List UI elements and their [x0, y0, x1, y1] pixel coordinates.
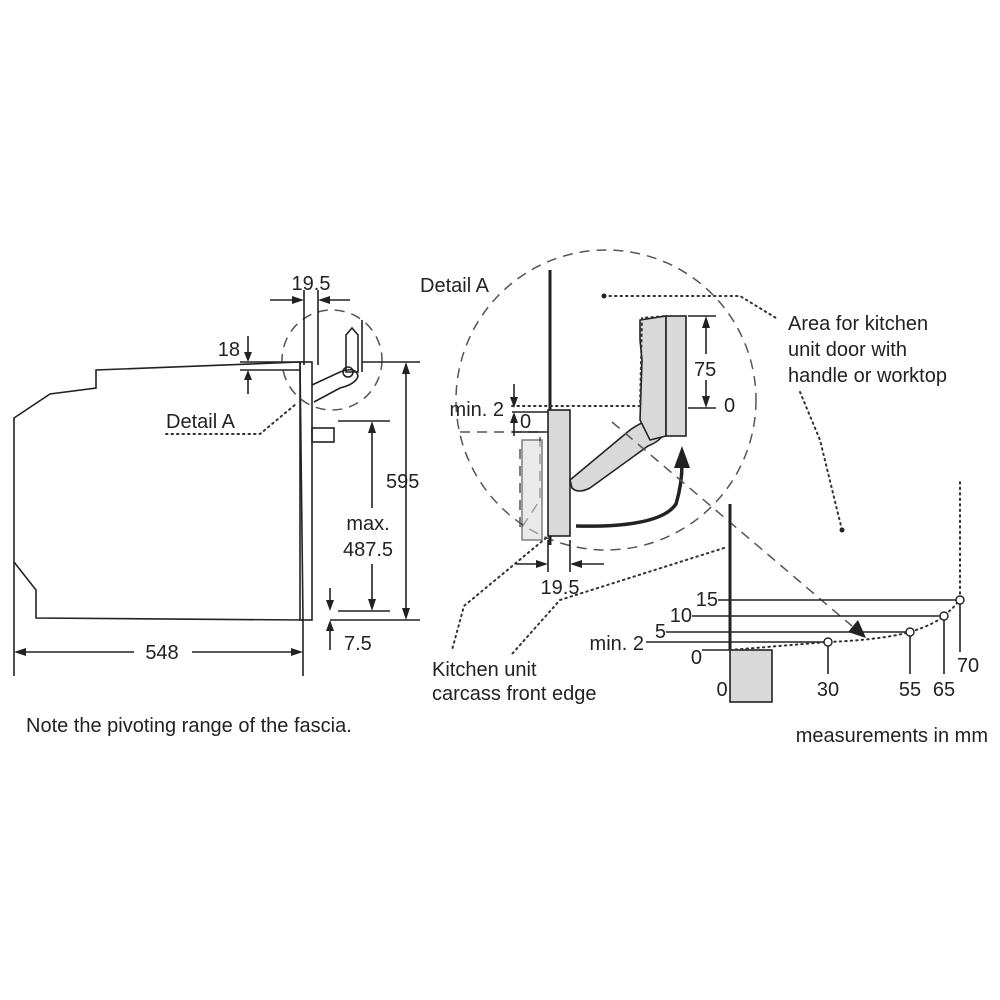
scale-y-label-10: 10 — [670, 605, 692, 627]
dim-bottom-offset: 7.5 — [326, 588, 372, 655]
fascia-note: Note the pivoting range of the fascia. — [26, 715, 352, 737]
area-note-line2: unit door with — [788, 339, 907, 361]
carcass-shadow — [521, 439, 543, 541]
carcass-leader-1 — [451, 537, 547, 651]
scale-y-label-min2: min. 2 — [590, 633, 644, 655]
oven-handle — [311, 427, 335, 443]
pivot-direction-line — [611, 421, 853, 627]
dim-detail-min: min. 2 0 — [450, 384, 531, 436]
detail-a-label-main: Detail A — [166, 411, 236, 433]
dim-detail-75: 75 0 — [688, 315, 735, 417]
dim-max-value: 487.5 — [343, 539, 393, 561]
dim-max-label: max. — [346, 513, 389, 535]
dim-top-width-label: 19.5 — [292, 273, 331, 295]
dim-total-height-label: 595 — [386, 471, 419, 493]
oven-side-view — [13, 309, 383, 621]
detail-a-zoom — [455, 249, 757, 551]
dim-depth: 548 — [13, 562, 304, 676]
hinge-plate — [345, 326, 359, 373]
fascia-panel — [547, 409, 571, 537]
dim-detail-75-label: 75 — [694, 359, 716, 381]
area-note-leader-1 — [603, 295, 777, 319]
detail-a-circle-small — [281, 309, 383, 411]
dim-max-height: max. 487.5 — [338, 420, 398, 612]
carcass-label-line2: carcass front edge — [432, 683, 597, 705]
detail-a-label-zoom: Detail A — [420, 275, 490, 297]
dim-bottom-offset-label: 7.5 — [344, 633, 372, 655]
units-note: measurements in mm — [796, 725, 988, 747]
dim-total-height: 595 — [330, 361, 420, 621]
scale-y-label-15: 15 — [696, 589, 718, 611]
scale-x-label-55: 55 — [899, 679, 921, 701]
wall-bracket — [639, 315, 667, 441]
dim-detail-zero-label: 0 — [520, 411, 531, 433]
carcass-leader-2 — [511, 547, 725, 655]
scale-carcass-block — [729, 649, 773, 703]
detail-a-circle-large — [455, 249, 757, 551]
area-note-line3: handle or worktop — [788, 365, 947, 387]
carcass-label-line1: Kitchen unit — [432, 659, 537, 681]
dim-detail-bottom-width: 19.5 — [516, 540, 604, 599]
dim-detail-min-label: min. 2 — [450, 399, 504, 421]
scale-y-label-0: 0 — [691, 647, 702, 669]
pivot-path-curve — [729, 479, 961, 651]
scale-x-label-0: 0 — [716, 679, 727, 701]
dim-fascia-height-label: 18 — [218, 339, 240, 361]
dim-fascia-height: 18 — [218, 336, 300, 394]
dim-detail-bottom-width-label: 19.5 — [541, 577, 580, 599]
dim-depth-label: 548 — [145, 642, 178, 664]
area-note-leader-2 — [799, 391, 843, 531]
swing-arrow — [575, 463, 684, 528]
pivot-direction-arrowhead — [848, 620, 866, 638]
oven-fascia-panel — [299, 361, 313, 621]
scale-x-label-70: 70 — [957, 655, 979, 677]
dim-detail-75-zero-label: 0 — [724, 395, 735, 417]
pivot-range-scale — [646, 479, 965, 703]
pivot-hinge — [311, 368, 359, 403]
scale-x-label-30: 30 — [817, 679, 839, 701]
bracket-plate — [665, 315, 687, 437]
scale-x-label-65: 65 — [933, 679, 955, 701]
detail-zero-line — [511, 315, 667, 407]
scale-y-label-5: 5 — [655, 621, 666, 643]
detail-a-leader — [165, 403, 297, 435]
dim-top-width: 19.5 — [270, 273, 350, 365]
area-note-line1: Area for kitchen — [788, 313, 928, 335]
oven-body-outline — [13, 361, 304, 621]
